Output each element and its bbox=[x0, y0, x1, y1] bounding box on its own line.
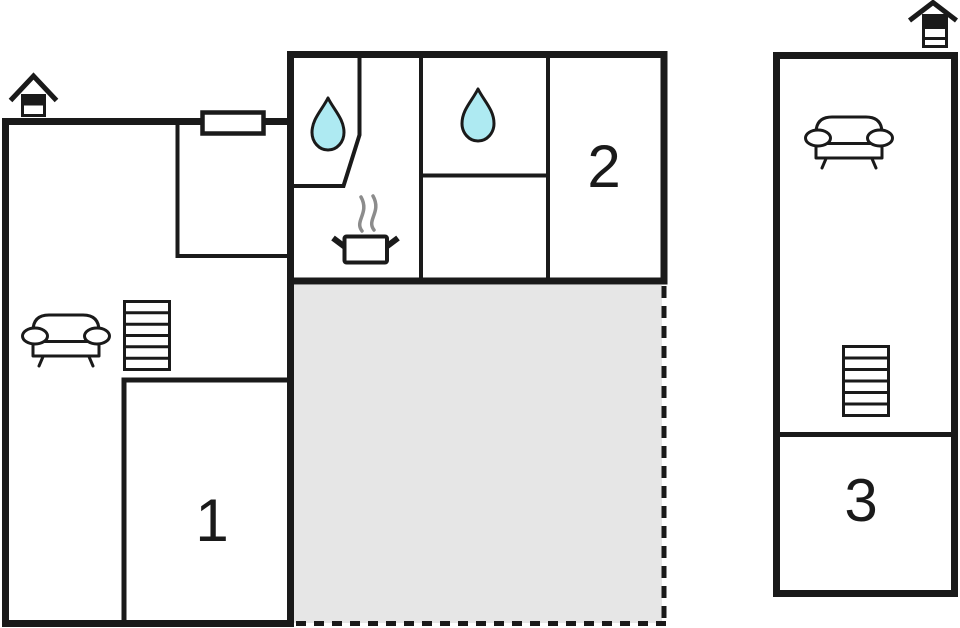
room-2-label: 2 bbox=[587, 133, 620, 200]
stairs-icon bbox=[123, 300, 171, 371]
house-roof bbox=[907, 0, 959, 23]
steam-icon bbox=[369, 194, 378, 232]
room-labels: 1 2 3 bbox=[195, 133, 877, 554]
left-building-outline bbox=[2, 118, 294, 627]
house-filled-band bbox=[21, 94, 46, 106]
house-entrance-icon bbox=[8, 72, 59, 117]
stairs-icon bbox=[842, 345, 890, 417]
room-3-label: 3 bbox=[844, 467, 877, 534]
sofa-icon bbox=[21, 313, 111, 368]
house-roof bbox=[8, 72, 59, 103]
room-1-label: 1 bbox=[195, 487, 228, 554]
interior-walls bbox=[121, 55, 955, 621]
terrace bbox=[294, 285, 667, 626]
cooking-pot-icon bbox=[331, 194, 400, 265]
sofa-icon bbox=[804, 115, 894, 170]
house-entrance-icon bbox=[907, 0, 959, 48]
bathroom-wall bbox=[290, 55, 362, 188]
pot-body bbox=[342, 234, 389, 265]
terrace-area bbox=[294, 285, 662, 623]
water-drop-icon bbox=[310, 96, 346, 152]
window-symbol bbox=[200, 110, 266, 136]
house-filled-band bbox=[922, 14, 948, 29]
water-drop-icon bbox=[460, 87, 496, 143]
steam-icon bbox=[357, 195, 366, 233]
